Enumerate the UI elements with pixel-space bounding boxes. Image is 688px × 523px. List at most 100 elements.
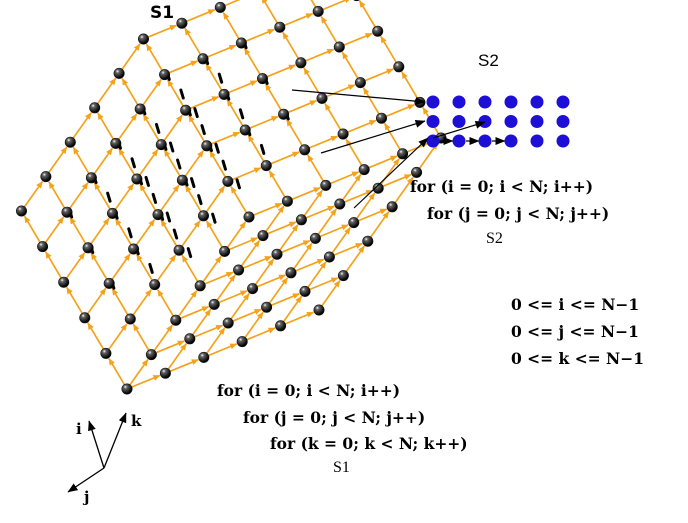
dependence-edge-k bbox=[291, 186, 321, 201]
dependence-edge-k bbox=[253, 202, 283, 216]
s1-point bbox=[218, 88, 230, 100]
dependence-edge-k bbox=[224, 0, 241, 7]
hidden-edge-mark bbox=[259, 143, 266, 155]
dependence-edge-k bbox=[287, 99, 317, 114]
s1-point bbox=[358, 164, 370, 176]
dependence-edge-k bbox=[281, 239, 311, 254]
dependence-edge-k bbox=[131, 374, 161, 388]
dependence-edge-j bbox=[177, 290, 198, 317]
dependence-edge-i bbox=[44, 251, 62, 279]
dependence-edge-j bbox=[163, 114, 183, 142]
dependence-edge-k bbox=[267, 221, 297, 235]
dependence-edge-i bbox=[362, 87, 380, 115]
hidden-edge-mark bbox=[176, 158, 182, 170]
s1-point bbox=[233, 264, 245, 276]
dependence-edge-k bbox=[249, 115, 279, 129]
dependence-edge-j bbox=[240, 240, 261, 267]
dependence-edge-k bbox=[309, 277, 339, 291]
dependence-edge-i bbox=[261, 0, 278, 24]
dependence-edge-k bbox=[305, 48, 335, 62]
dependence-edge-k bbox=[358, 208, 388, 222]
dependence-edge-k bbox=[256, 274, 286, 288]
dependence-edge-j bbox=[156, 254, 177, 282]
dependence-edge-j bbox=[293, 242, 313, 270]
s1-loop-j: for (j = 0; j < N; j++) bbox=[243, 408, 426, 427]
dependence-edge-j bbox=[48, 146, 68, 174]
dependence-edge-i bbox=[108, 358, 126, 386]
dependence-edge-j bbox=[139, 149, 159, 176]
dependence-edge-i bbox=[264, 83, 282, 111]
s1-point bbox=[64, 136, 76, 148]
hidden-edge-mark bbox=[221, 159, 227, 171]
dependence-edge-j bbox=[69, 182, 89, 209]
dependence-edge-i bbox=[401, 71, 419, 99]
s1-point bbox=[247, 283, 259, 295]
dependence-edge-k bbox=[207, 44, 237, 58]
s2-title: S2 bbox=[478, 51, 499, 70]
dependence-edge-k bbox=[333, 242, 363, 256]
dependence-edge-j bbox=[160, 184, 180, 212]
hidden-edge-mark bbox=[130, 157, 136, 169]
s1-point bbox=[219, 245, 231, 257]
s1-point bbox=[128, 243, 140, 255]
s1-point bbox=[222, 175, 234, 187]
s1-point bbox=[176, 174, 188, 186]
dependence-edge-i bbox=[93, 182, 111, 210]
dependence-edge-j bbox=[303, 189, 324, 217]
s2-point bbox=[478, 95, 492, 109]
dependence-edge-j bbox=[86, 287, 107, 315]
dependence-edge-j bbox=[93, 147, 114, 175]
dependence-edge-j bbox=[129, 359, 149, 386]
s1-title: S1 bbox=[150, 3, 175, 23]
dependence-edge-j bbox=[153, 324, 174, 352]
s2-point bbox=[426, 115, 440, 128]
s1-point bbox=[134, 103, 146, 115]
bound-i: 0 <= i <= N−1 bbox=[511, 295, 640, 314]
s1-to-s2-arrows bbox=[291, 89, 486, 209]
s1-dependence-edges bbox=[23, 0, 440, 388]
dependence-edge-k bbox=[186, 8, 216, 23]
dependence-edge-i bbox=[66, 286, 83, 314]
dependence-edge-j bbox=[205, 185, 226, 213]
s1-point bbox=[222, 317, 234, 329]
s2-point bbox=[478, 134, 492, 148]
dependence-edge-i bbox=[97, 112, 114, 140]
hidden-edge-mark bbox=[165, 211, 172, 223]
dependence-edge-k bbox=[228, 80, 258, 94]
dependence-edge-j bbox=[65, 252, 86, 279]
s1-point bbox=[138, 33, 150, 45]
s1-point bbox=[333, 41, 345, 53]
s1-point bbox=[159, 69, 171, 81]
hidden-edge-mark bbox=[200, 124, 206, 136]
s1-point bbox=[170, 314, 182, 326]
s1-to-s2-arrow bbox=[291, 89, 426, 106]
dependence-edge-i bbox=[72, 146, 90, 174]
dependence-edge-k bbox=[155, 340, 185, 354]
dependence-edge-k bbox=[208, 343, 238, 357]
hidden-edge-mark bbox=[197, 194, 203, 206]
dependence-edge-k bbox=[242, 255, 272, 269]
s1-point bbox=[131, 173, 143, 185]
s1-point bbox=[121, 383, 133, 395]
dependence-edge-i bbox=[184, 184, 202, 212]
s1-point bbox=[260, 160, 272, 172]
s1-point bbox=[295, 214, 307, 226]
dependence-edge-j bbox=[135, 219, 156, 246]
s1-point bbox=[337, 128, 349, 140]
hidden-edge-mark bbox=[144, 175, 150, 187]
dependence-edge-k bbox=[270, 292, 300, 307]
axis-label-j: j bbox=[84, 488, 90, 506]
dependence-edge-j bbox=[369, 211, 390, 238]
hidden-edge-mark bbox=[193, 107, 199, 119]
s2-point bbox=[504, 115, 518, 128]
s1-point bbox=[239, 124, 251, 136]
s2-point bbox=[504, 95, 518, 109]
s1-point bbox=[61, 206, 73, 218]
s1-point bbox=[197, 53, 209, 65]
dependence-edge-j bbox=[345, 245, 366, 273]
s1-point bbox=[274, 21, 286, 33]
dependence-edge-i bbox=[145, 43, 163, 71]
dependence-edge-k bbox=[190, 95, 220, 110]
